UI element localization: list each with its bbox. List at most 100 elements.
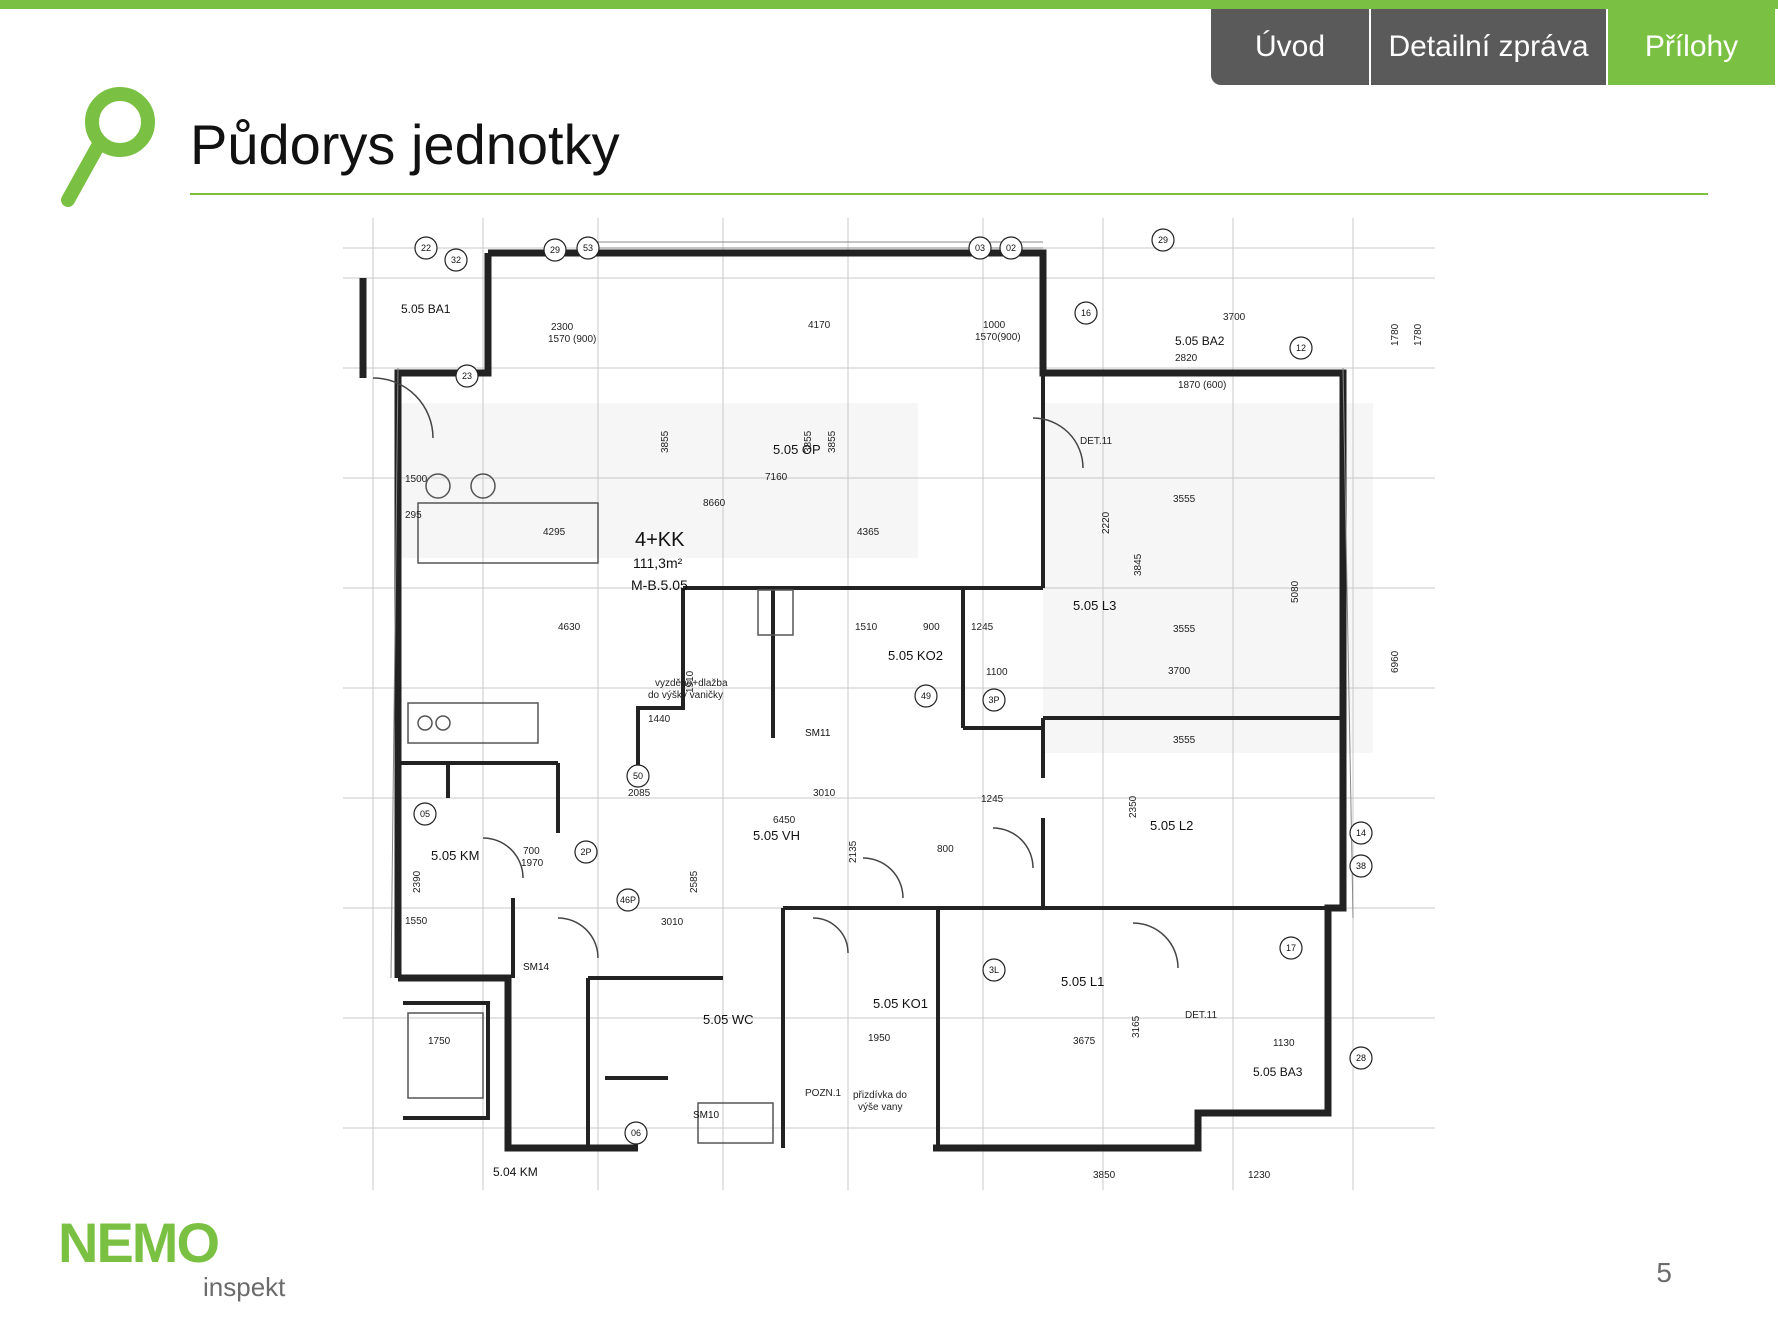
tag: 2P <box>580 847 591 857</box>
tag: SM14 <box>523 962 550 973</box>
tab-prilohy[interactable]: Přílohy <box>1606 9 1775 85</box>
tag: 3P <box>988 695 999 705</box>
room-op: 5.05 OP <box>773 442 821 457</box>
dim: 3855 <box>803 430 814 453</box>
tab-detailni-zprava[interactable]: Detailní zpráva <box>1369 9 1606 85</box>
tag: 46P <box>620 895 636 905</box>
dim: 3855 <box>660 430 671 453</box>
dim: 1130 <box>1273 1038 1295 1049</box>
room-ba2: 5.05 BA2 <box>1175 334 1225 348</box>
dim: 3555 <box>1173 735 1196 746</box>
room-l3: 5.05 L3 <box>1073 598 1116 613</box>
note-det-2: DET.11 <box>1185 1010 1217 1021</box>
room-l1: 5.05 L1 <box>1061 974 1104 989</box>
dim: 1245 <box>971 622 994 633</box>
note-wall-2: výše vany <box>858 1102 902 1113</box>
dim: 6960 <box>1390 650 1401 673</box>
tag: 12 <box>1296 343 1306 353</box>
unit-area: 111,3m² <box>633 555 683 571</box>
dim: 1780 <box>1390 323 1401 346</box>
tag: 38 <box>1356 861 1366 871</box>
magnifier-icon <box>61 87 155 207</box>
tag: 05 <box>420 809 430 819</box>
dim: 2390 <box>412 870 423 893</box>
dim: 1100 <box>986 667 1008 678</box>
dim: 3010 <box>661 917 684 928</box>
top-accent-bar <box>0 0 1778 9</box>
unit-code: M-B.5.05 <box>631 577 688 593</box>
dim: 3675 <box>1073 1036 1096 1047</box>
dim: 2350 <box>1128 795 1139 818</box>
tag: 17 <box>1286 943 1296 953</box>
dim: 1230 <box>1248 1170 1271 1181</box>
tag: 29 <box>1158 235 1168 245</box>
dim: 1000 <box>983 320 1006 331</box>
note-wall-1: přizdívka do <box>853 1090 907 1101</box>
tag: 02 <box>1006 243 1016 253</box>
dim: 3165 <box>1131 1015 1142 1038</box>
dim: 1510 <box>855 622 878 633</box>
logo-wordmark: NEMO <box>58 1211 220 1274</box>
tag: 03 <box>975 243 985 253</box>
page-number: 5 <box>1656 1257 1672 1288</box>
dim: 1950 <box>868 1033 891 1044</box>
dim: 3845 <box>1133 553 1144 576</box>
dim: 1245 <box>981 794 1004 805</box>
dim: 800 <box>937 844 954 855</box>
dim: 2085 <box>628 788 651 799</box>
tag: 49 <box>921 691 931 701</box>
unit-type: 4+KK <box>635 529 685 551</box>
nav-tabs: Úvod Detailní zpráva Přílohy <box>1211 9 1775 85</box>
dim: 1970 <box>521 858 544 869</box>
tag: 16 <box>1081 308 1091 318</box>
dim: 8660 <box>703 498 726 509</box>
dim: 1440 <box>648 714 671 725</box>
dim: 1870 (600) <box>1178 380 1226 391</box>
dim: 1570 (900) <box>548 334 596 345</box>
room-l2: 5.05 L2 <box>1150 818 1193 833</box>
dim: 3010 <box>813 788 836 799</box>
tab-uvod[interactable]: Úvod <box>1211 9 1369 85</box>
dim: 4630 <box>558 622 581 633</box>
dim: 2820 <box>1175 353 1198 364</box>
dim: 3700 <box>1223 312 1246 323</box>
tag: SM10 <box>693 1110 720 1121</box>
room-ko1: 5.05 KO1 <box>873 996 928 1011</box>
nemo-inspekt-logo: NEMO inspekt <box>58 1202 288 1302</box>
dim: 6450 <box>773 815 796 826</box>
room-ba1: 5.05 BA1 <box>401 302 451 316</box>
dim: 2300 <box>551 322 574 333</box>
tag: SM11 <box>805 728 831 739</box>
room-km-504: 5.04 KM <box>493 1165 538 1179</box>
tag: 32 <box>451 255 461 265</box>
dim: 7160 <box>765 472 788 483</box>
room-vh: 5.05 VH <box>753 828 800 843</box>
dim: 3855 <box>827 430 838 453</box>
floor-plan: 5.05 OP 5.05 L3 5.05 L2 5.05 L1 5.05 VH … <box>343 218 1435 1190</box>
dim: 3850 <box>1093 1170 1116 1181</box>
title-divider <box>190 193 1708 195</box>
dim: 2220 <box>1101 511 1112 534</box>
tag: 06 <box>631 1128 641 1138</box>
dim: 4295 <box>543 527 566 538</box>
dim: 5080 <box>1290 580 1301 603</box>
note-pozn: POZN.1 <box>805 1088 842 1099</box>
logo-subtitle: inspekt <box>203 1272 286 1302</box>
room-ko2: 5.05 KO2 <box>888 648 943 663</box>
dim: 1910 <box>685 670 696 693</box>
dim: 4365 <box>857 527 880 538</box>
dim: 4170 <box>808 320 831 331</box>
tag: 3L <box>989 965 999 975</box>
tag: 22 <box>421 243 431 253</box>
dim: 1750 <box>428 1036 451 1047</box>
dim: 2135 <box>848 840 859 863</box>
room-km: 5.05 KM <box>431 848 479 863</box>
dim: 1570(900) <box>975 332 1021 343</box>
tag: 50 <box>633 771 643 781</box>
page-title: Půdorys jednotky <box>190 113 620 176</box>
room-ba3: 5.05 BA3 <box>1253 1065 1303 1079</box>
dim: 3555 <box>1173 624 1196 635</box>
tag: 14 <box>1356 828 1366 838</box>
note-tiling-1: vyzděno+dlažba <box>655 678 728 689</box>
dim: 1550 <box>405 916 428 927</box>
